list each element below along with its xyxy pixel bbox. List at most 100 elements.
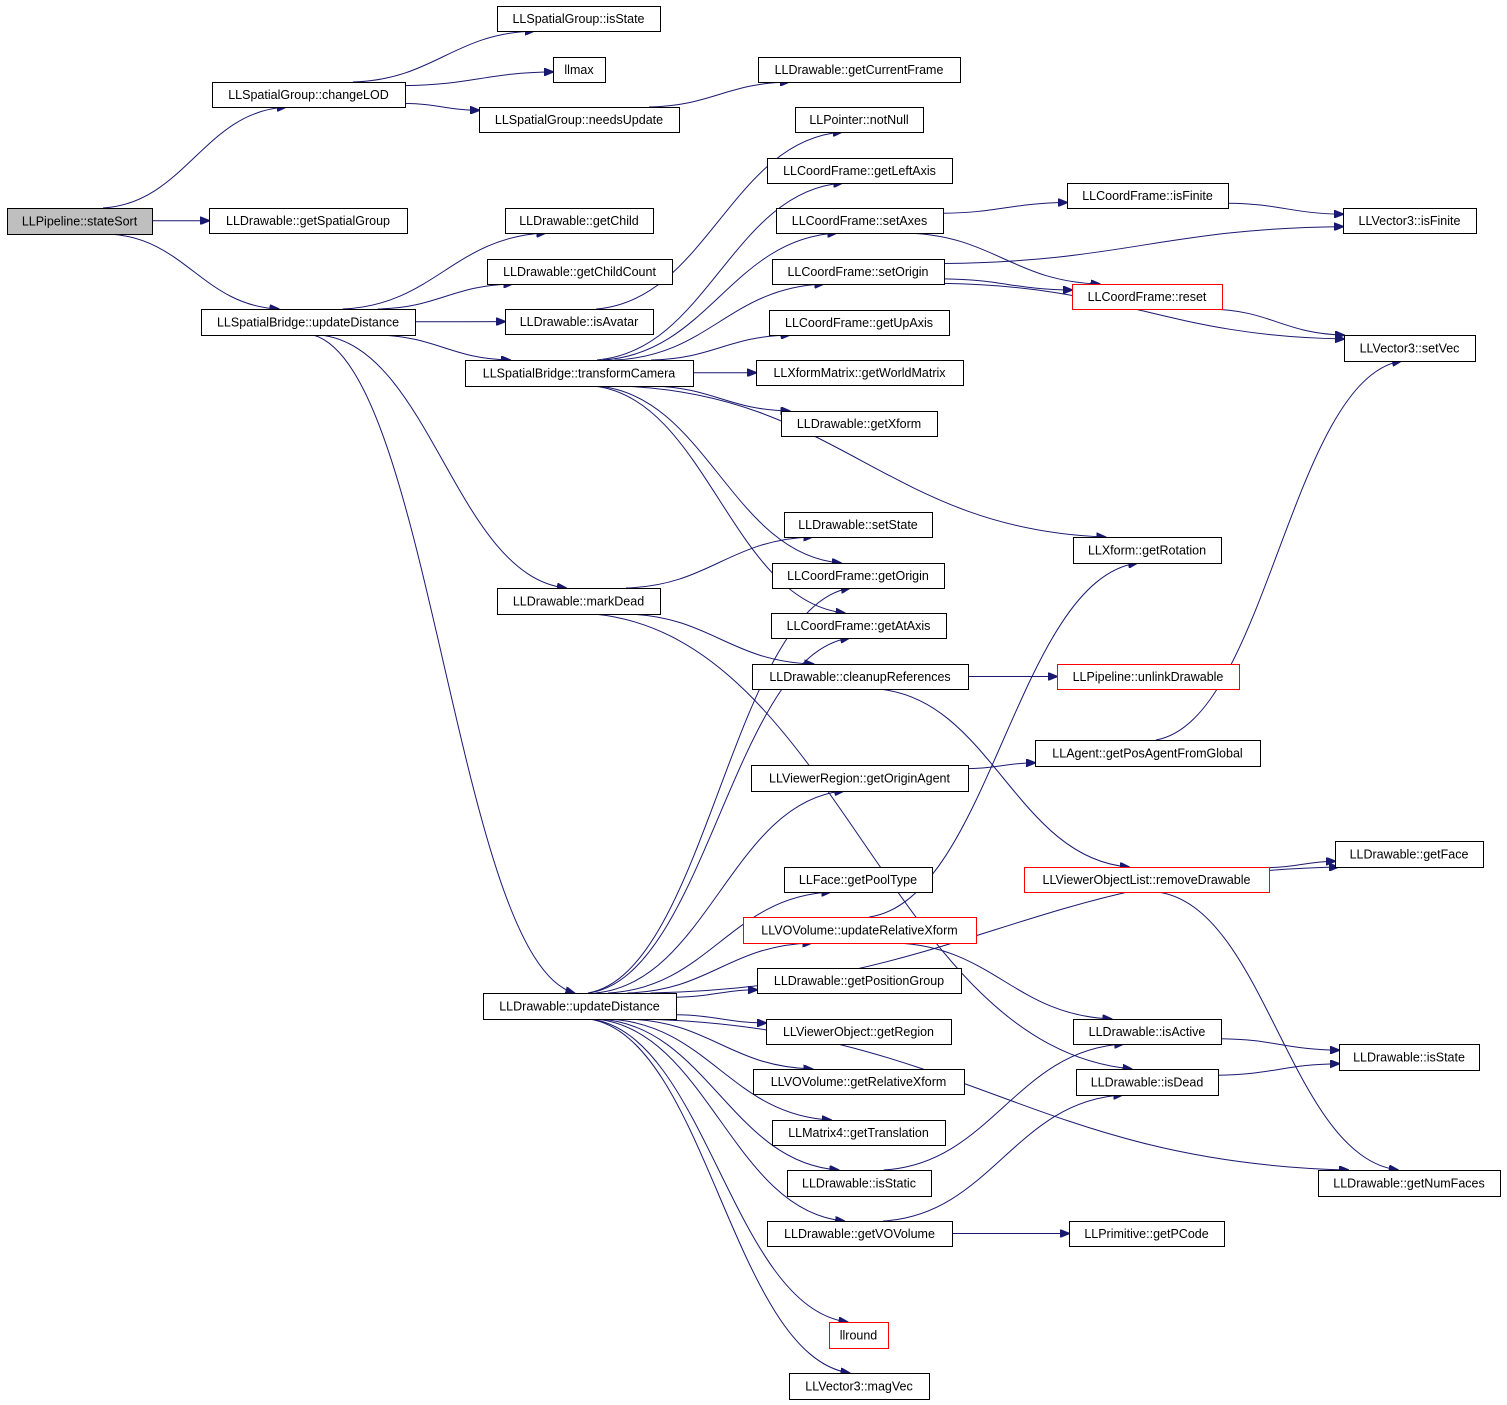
node-box[interactable] [1073,537,1222,564]
node-box[interactable] [766,1019,952,1045]
node-box[interactable] [772,563,945,589]
node-box[interactable] [553,57,606,83]
node-state-sort[interactable]: LLPipeline::stateSort [7,208,153,235]
node-llmax[interactable]: llmax [553,57,606,83]
node-box[interactable] [1076,1069,1219,1096]
node-box[interactable] [767,1221,953,1247]
node-get-at-axis[interactable]: LLCoordFrame::getAtAxis [771,613,947,639]
node-box[interactable] [757,968,962,994]
node-get-translation[interactable]: LLMatrix4::getTranslation [772,1120,946,1146]
node-box[interactable] [1067,183,1229,209]
node-box[interactable] [795,107,924,133]
node-box[interactable] [1024,867,1270,893]
node-box[interactable] [751,765,969,792]
node-box[interactable] [1035,740,1261,767]
node-sb-update-distance[interactable]: LLSpatialBridge::updateDistance [201,309,416,336]
node-get-spatial-group[interactable]: LLDrawable::getSpatialGroup [209,208,408,234]
node-unlink-drawable[interactable]: LLPipeline::unlinkDrawable [1057,664,1240,690]
node-needs-update[interactable]: LLSpatialGroup::needsUpdate [479,107,680,133]
node-box[interactable] [756,360,964,386]
node-box[interactable] [505,309,654,335]
node-box[interactable] [1343,208,1477,234]
node-sg-is-state[interactable]: LLSpatialGroup::isState [497,6,661,32]
node-get-face[interactable]: LLDrawable::getFace [1335,841,1484,868]
node-cf-reset[interactable]: LLCoordFrame::reset [1072,284,1223,310]
node-get-relative-xform[interactable]: LLVOVolume::getRelativeXform [753,1069,965,1095]
node-get-up-axis[interactable]: LLCoordFrame::getUpAxis [769,310,950,336]
node-box[interactable] [487,259,673,285]
node-box[interactable] [483,993,677,1020]
node-llround[interactable]: llround [829,1322,889,1349]
node-update-relative-xform[interactable]: LLVOVolume::updateRelativeXform [743,917,977,944]
node-transform-camera[interactable]: LLSpatialBridge::transformCamera [465,360,694,387]
node-box[interactable] [767,158,953,184]
node-box[interactable] [769,310,950,336]
node-box[interactable] [753,1069,965,1095]
node-box[interactable] [1073,1019,1222,1045]
node-box[interactable] [209,208,408,234]
node-is-active[interactable]: LLDrawable::isActive [1073,1019,1222,1045]
node-box[interactable] [1344,335,1476,362]
node-box[interactable] [771,613,947,639]
node-box[interactable] [465,360,694,387]
node-v3-is-finite[interactable]: LLVector3::isFinite [1343,208,1477,234]
node-mark-dead[interactable]: LLDrawable::markDead [497,588,661,615]
node-get-child-count[interactable]: LLDrawable::getChildCount [487,259,673,285]
node-get-region[interactable]: LLViewerObject::getRegion [766,1019,952,1045]
node-d-is-state[interactable]: LLDrawable::isState [1339,1044,1480,1071]
node-change-lod[interactable]: LLSpatialGroup::changeLOD [212,82,406,108]
node-box[interactable] [752,664,969,690]
node-get-pool-type[interactable]: LLFace::getPoolType [784,867,933,893]
node-box[interactable] [1057,664,1240,690]
node-box[interactable] [781,411,938,437]
node-get-num-faces[interactable]: LLDrawable::getNumFaces [1318,1170,1501,1197]
node-set-state[interactable]: LLDrawable::setState [784,512,933,538]
node-box[interactable] [743,917,977,944]
node-box[interactable] [479,107,680,133]
node-box[interactable] [505,208,654,234]
node-box[interactable] [784,512,933,538]
node-set-vec[interactable]: LLVector3::setVec [1344,335,1476,362]
node-get-world-matrix[interactable]: LLXformMatrix::getWorldMatrix [756,360,964,386]
node-not-null[interactable]: LLPointer::notNull [795,107,924,133]
node-get-left-axis[interactable]: LLCoordFrame::getLeftAxis [767,158,953,184]
node-mag-vec[interactable]: LLVector3::magVec [789,1373,930,1400]
node-box[interactable] [829,1322,889,1349]
node-is-avatar[interactable]: LLDrawable::isAvatar [505,309,654,335]
node-get-xform[interactable]: LLDrawable::getXform [781,411,938,437]
node-box[interactable] [1069,1221,1225,1247]
node-box[interactable] [776,208,944,234]
node-set-axes[interactable]: LLCoordFrame::setAxes [776,208,944,234]
node-get-pos-agent-from-global[interactable]: LLAgent::getPosAgentFromGlobal [1035,740,1261,767]
node-d-update-distance[interactable]: LLDrawable::updateDistance [483,993,677,1020]
node-box[interactable] [1318,1170,1501,1197]
node-box[interactable] [784,867,933,893]
node-get-rotation[interactable]: LLXform::getRotation [1073,537,1222,564]
node-box[interactable] [7,208,153,235]
node-is-dead[interactable]: LLDrawable::isDead [1076,1069,1219,1096]
node-set-origin[interactable]: LLCoordFrame::setOrigin [772,259,945,285]
node-get-vovolume[interactable]: LLDrawable::getVOVolume [767,1221,953,1247]
node-get-origin[interactable]: LLCoordFrame::getOrigin [772,563,945,589]
node-get-origin-agent[interactable]: LLViewerRegion::getOriginAgent [751,765,969,792]
node-get-pcode[interactable]: LLPrimitive::getPCode [1069,1221,1225,1247]
node-box[interactable] [787,1170,932,1197]
node-box[interactable] [789,1373,930,1400]
node-box[interactable] [497,6,661,32]
node-box[interactable] [1335,841,1484,868]
node-get-child[interactable]: LLDrawable::getChild [505,208,654,234]
node-box[interactable] [772,259,945,285]
node-get-current-frame[interactable]: LLDrawable::getCurrentFrame [758,57,961,83]
node-box[interactable] [1072,284,1223,310]
node-get-position-group[interactable]: LLDrawable::getPositionGroup [757,968,962,994]
node-box[interactable] [758,57,961,83]
node-box[interactable] [1339,1044,1480,1071]
node-box[interactable] [212,82,406,108]
node-cleanup-references[interactable]: LLDrawable::cleanupReferences [752,664,969,690]
node-is-static[interactable]: LLDrawable::isStatic [787,1170,932,1197]
node-box[interactable] [497,588,661,615]
node-cf-is-finite[interactable]: LLCoordFrame::isFinite [1067,183,1229,209]
node-box[interactable] [201,309,416,336]
node-remove-drawable[interactable]: LLViewerObjectList::removeDrawable [1024,867,1270,893]
node-box[interactable] [772,1120,946,1146]
